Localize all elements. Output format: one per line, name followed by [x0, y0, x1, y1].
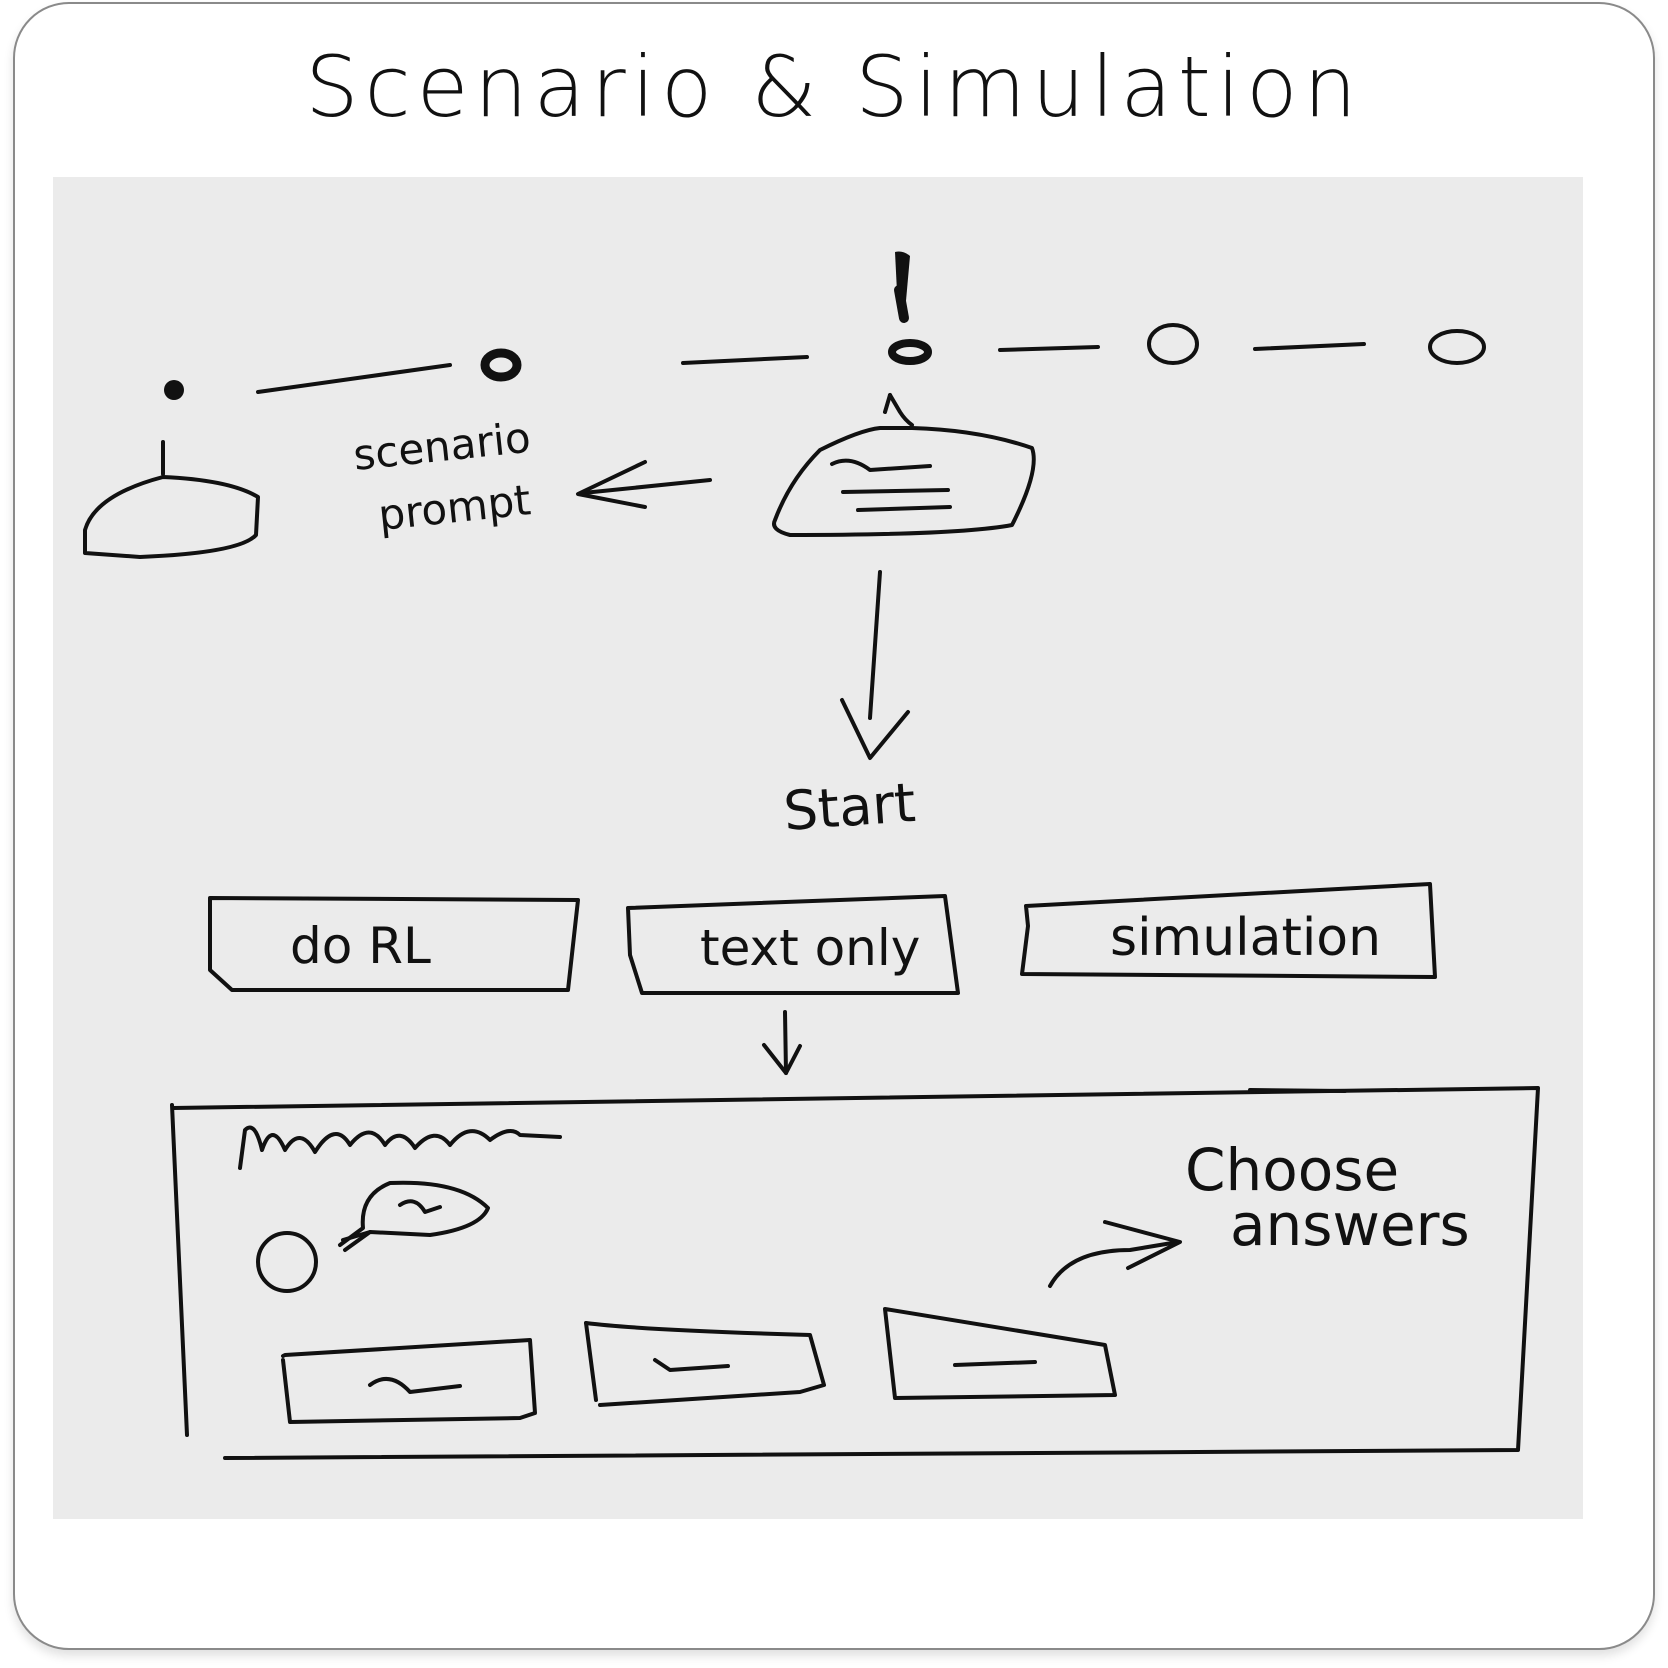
text-only-button[interactable]: text only [626, 894, 960, 995]
answer-option-2[interactable] [584, 1321, 826, 1407]
alert-marker [894, 251, 910, 323]
start-label[interactable]: Start [782, 771, 918, 843]
timeline-segment-4 [1253, 342, 1366, 351]
choose-answers-line1: Choose [1185, 1136, 1399, 1204]
simulation-button[interactable]: simulation [1020, 882, 1437, 979]
answer-option-1[interactable] [281, 1338, 537, 1424]
timeline-node-current[interactable] [888, 339, 932, 365]
timeline-node-1[interactable] [164, 380, 184, 400]
sketch-canvas [53, 177, 1583, 1519]
arrow-to-start [840, 570, 910, 760]
do-rl-button[interactable]: do RL [208, 896, 580, 992]
timeline [164, 323, 1486, 400]
answer-option-3[interactable] [883, 1307, 1117, 1400]
timeline-segment-2 [681, 355, 809, 365]
timeline-node-4[interactable] [1147, 323, 1199, 365]
bubble-text-line-3 [856, 505, 952, 512]
do-rl-button-label: do RL [290, 917, 431, 975]
character-avatar [256, 1231, 318, 1293]
scenario-bubble[interactable] [772, 393, 1036, 537]
panel-heading-scribble [238, 1125, 562, 1170]
timeline-node-5[interactable] [1428, 329, 1486, 365]
page-title: Scenario & Simulation [305, 38, 1363, 136]
text-only-button-label: text only [700, 919, 920, 977]
arrow-to-answers [1048, 1220, 1182, 1288]
bubble-text-line-1 [830, 458, 932, 472]
left-bubble [83, 440, 260, 559]
choose-answers-line2: answers [1230, 1191, 1470, 1259]
timeline-segment-3 [998, 345, 1100, 352]
arrow-to-panel [762, 1010, 802, 1075]
scenario-prompt-line2: prompt [376, 475, 533, 540]
bubble-text-line-2 [841, 488, 950, 494]
scenario-prompt-line1: scenario [351, 413, 533, 480]
timeline-segment-1 [256, 363, 452, 394]
timeline-node-2[interactable] [480, 348, 522, 382]
scenario-prompt-label: scenario prompt [351, 413, 533, 540]
character-speech-bubble [338, 1180, 490, 1252]
arrow-to-prompt [576, 460, 712, 509]
simulation-panel: Choose answers [170, 1086, 1540, 1460]
simulation-button-label: simulation [1110, 908, 1381, 968]
